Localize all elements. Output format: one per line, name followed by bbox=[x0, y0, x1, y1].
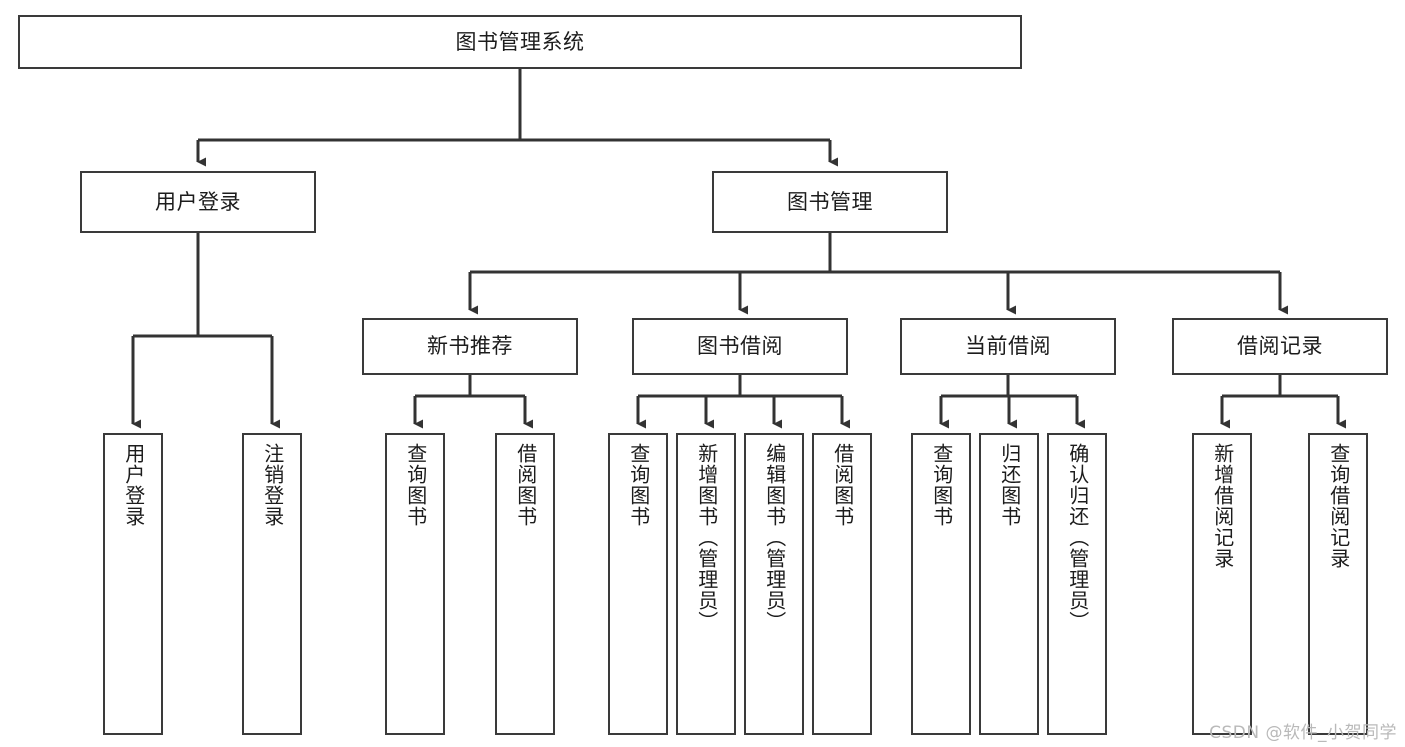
node-leaf-add-book[interactable]: 新增图书（管理员） bbox=[676, 433, 736, 735]
node-leaf-query-book-2[interactable]: 查询图书 bbox=[608, 433, 668, 735]
node-book-manage[interactable]: 图书管理 bbox=[712, 171, 948, 233]
node-leaf-borrow-book-1[interactable]: 借阅图书 bbox=[495, 433, 555, 735]
node-leaf-return-book-label: 归还图书 bbox=[997, 443, 1022, 527]
node-current-borrow[interactable]: 当前借阅 bbox=[900, 318, 1116, 375]
node-leaf-add-record-label: 新增借阅记录 bbox=[1210, 443, 1235, 569]
node-leaf-add-book-label: 新增图书（管理员） bbox=[694, 443, 719, 632]
node-book-manage-label: 图书管理 bbox=[787, 189, 873, 214]
node-leaf-query-book-2-label: 查询图书 bbox=[626, 443, 651, 527]
node-leaf-return-book[interactable]: 归还图书 bbox=[979, 433, 1039, 735]
node-leaf-query-record-label: 查询借阅记录 bbox=[1326, 443, 1351, 569]
watermark-text: CSDN @软件_小贺同学 bbox=[1209, 723, 1397, 743]
node-root[interactable]: 图书管理系统 bbox=[18, 15, 1022, 69]
node-current-borrow-label: 当前借阅 bbox=[965, 334, 1051, 359]
node-leaf-borrow-book-1-label: 借阅图书 bbox=[513, 443, 538, 527]
node-leaf-query-book-1[interactable]: 查询图书 bbox=[385, 433, 445, 735]
node-new-book-recommend[interactable]: 新书推荐 bbox=[362, 318, 578, 375]
node-leaf-query-book-3-label: 查询图书 bbox=[929, 443, 954, 527]
node-leaf-query-record[interactable]: 查询借阅记录 bbox=[1308, 433, 1368, 735]
node-leaf-edit-book[interactable]: 编辑图书（管理员） bbox=[744, 433, 804, 735]
node-leaf-user-login-label: 用户登录 bbox=[121, 443, 146, 527]
node-leaf-user-login[interactable]: 用户登录 bbox=[103, 433, 163, 735]
node-user-login-label: 用户登录 bbox=[155, 189, 241, 214]
node-leaf-borrow-book-2[interactable]: 借阅图书 bbox=[812, 433, 872, 735]
node-user-login[interactable]: 用户登录 bbox=[80, 171, 316, 233]
node-borrow-record[interactable]: 借阅记录 bbox=[1172, 318, 1388, 375]
node-leaf-query-book-3[interactable]: 查询图书 bbox=[911, 433, 971, 735]
node-new-book-recommend-label: 新书推荐 bbox=[427, 334, 513, 359]
node-root-label: 图书管理系统 bbox=[455, 29, 585, 54]
node-leaf-borrow-book-2-label: 借阅图书 bbox=[830, 443, 855, 527]
node-leaf-confirm-return[interactable]: 确认归还（管理员） bbox=[1047, 433, 1107, 735]
node-leaf-add-record[interactable]: 新增借阅记录 bbox=[1192, 433, 1252, 735]
node-book-borrow[interactable]: 图书借阅 bbox=[632, 318, 848, 375]
node-book-borrow-label: 图书借阅 bbox=[697, 334, 783, 359]
node-leaf-query-book-1-label: 查询图书 bbox=[403, 443, 428, 527]
node-borrow-record-label: 借阅记录 bbox=[1237, 334, 1323, 359]
node-leaf-logout-login[interactable]: 注销登录 bbox=[242, 433, 302, 735]
node-leaf-edit-book-label: 编辑图书（管理员） bbox=[762, 443, 787, 632]
node-leaf-logout-login-label: 注销登录 bbox=[260, 443, 285, 527]
node-leaf-confirm-return-label: 确认归还（管理员） bbox=[1065, 443, 1090, 632]
